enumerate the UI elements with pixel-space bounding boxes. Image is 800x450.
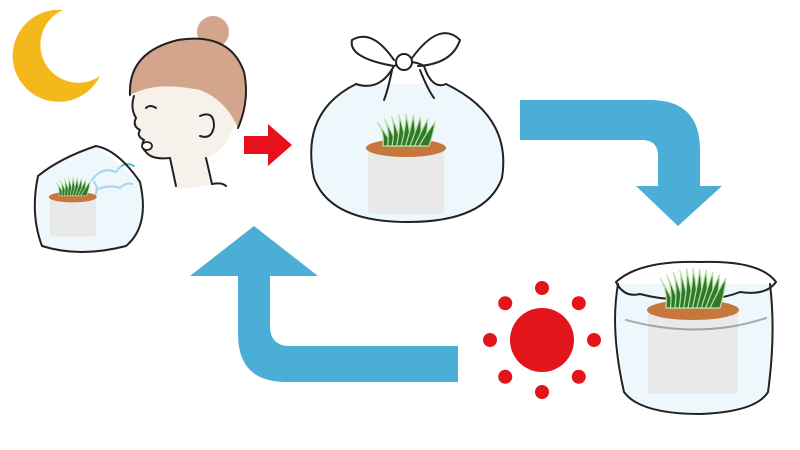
person-icon	[128, 16, 247, 189]
succulent-pot-icon	[366, 113, 446, 214]
moon-icon	[12, 9, 100, 102]
plastic-bag-icon	[310, 32, 505, 223]
sun-ray-dot	[535, 281, 549, 295]
sun-ray-dot	[587, 333, 601, 347]
succulent-leaf	[709, 277, 727, 309]
blue-curved-arrow-icon	[520, 100, 722, 226]
sun-ray-dot	[483, 333, 497, 347]
sun-ray-dot	[535, 385, 549, 399]
sun-ray-dot	[498, 369, 513, 384]
red-arrow-icon	[244, 124, 292, 166]
open-bag-with-succulent	[614, 260, 777, 415]
sun-ray-dot	[571, 369, 586, 384]
blue-curved-arrow-icon	[190, 226, 458, 382]
sun-ray-dot	[571, 296, 586, 311]
succulent-pot-icon	[647, 267, 739, 394]
succulent-pot-icon	[48, 176, 97, 237]
sun-ray-dot	[498, 296, 513, 311]
sun-icon	[483, 281, 601, 399]
succulent-leaf	[79, 180, 91, 197]
succulent-leaf	[417, 119, 436, 147]
small-bag-with-succulent	[33, 145, 144, 253]
